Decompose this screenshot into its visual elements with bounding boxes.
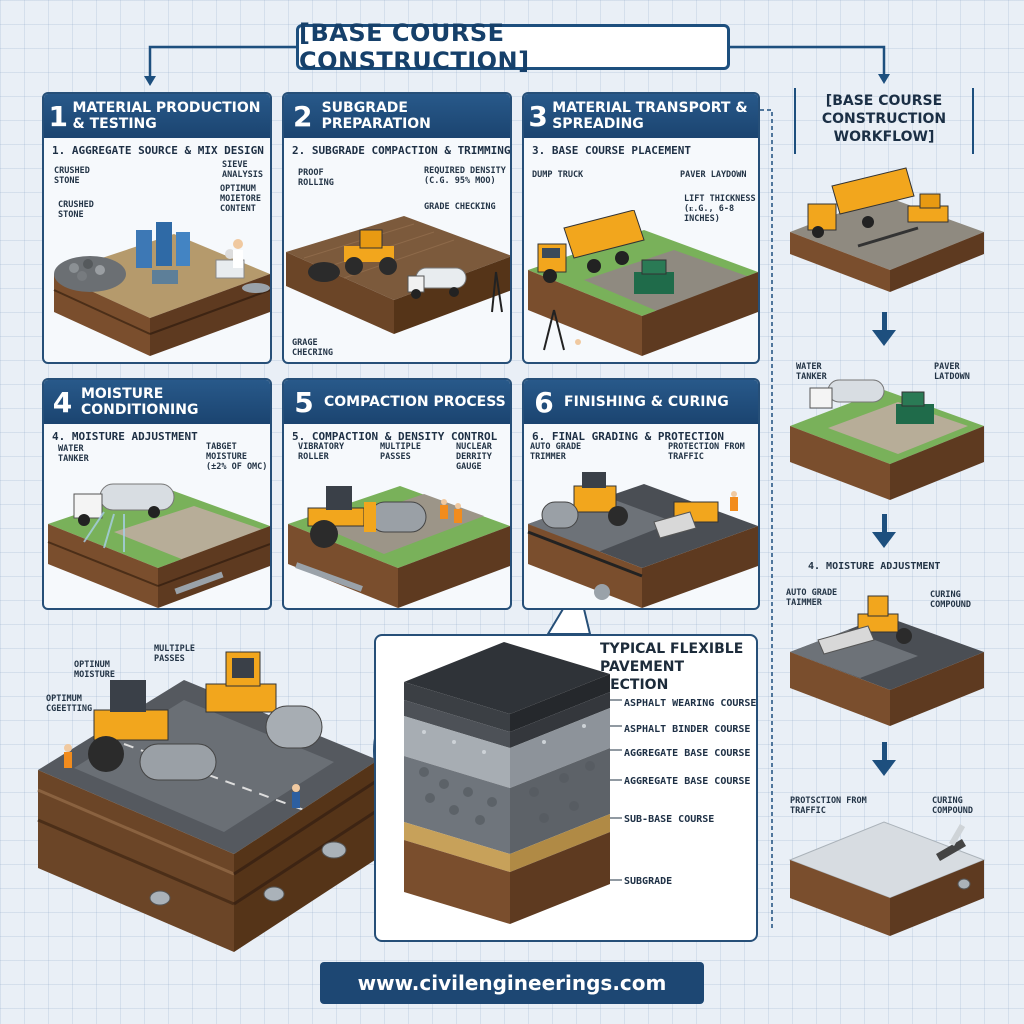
workflow-step-curing (788, 821, 986, 936)
panel-2-subtitle: 2. SUBGRADE COMPACTION & TRIMMING (292, 144, 511, 157)
workflow-step-finishing (790, 595, 984, 726)
panel-6-subtitle: 6. FINAL GRADING & PROTECTION (532, 430, 725, 443)
moisture-scene (47, 483, 270, 608)
callout-multiple-passes-bottom: MULTIPLE PASSES (154, 644, 195, 664)
workflow-arrow-3 (872, 760, 896, 776)
workflow-step3-title: 4. MOISTURE ADJUSTMENT (808, 561, 941, 572)
workflow-step-transport (790, 167, 984, 292)
panel-3-header: 3 MATERIAL TRANSPORT & SPREADING (524, 94, 758, 138)
transport-scene (528, 210, 758, 356)
panel-4-title: MOISTURE CONDITIONING (80, 386, 199, 418)
layer-aggregate-base-1: AGGREGATE BASE COURSE (624, 748, 751, 759)
panel-2-number: 2 (293, 99, 313, 133)
workflow-arrow-2-stem (882, 514, 887, 532)
callout-optimum-moisture: OPTIMUM MOIETORE CONTENT (220, 184, 261, 214)
workflow-arrow-3-stem (882, 742, 887, 760)
callout-required-density: REQUIRED DENSITY (c.g. 95% MOO) (424, 166, 506, 186)
callout-optimum-moisture-bottom: OPTINUM MOISTURE (74, 660, 115, 680)
callout-target-moisture: TABGET MOISTURE (±2% OF OMC) (206, 442, 268, 472)
callout-proof-rolling: PROOF ROLLING (298, 168, 334, 188)
compaction-road-scene (37, 651, 379, 952)
panel-4-header: 4 MOISTURE CONDITIONING (44, 380, 270, 424)
panel-6-number: 6 (534, 385, 554, 419)
callout-auto-grade-trimmer: AUTO GRADE TRIMMER (530, 442, 582, 462)
panel-5-header: 5 COMPACTION PROCESS (284, 380, 510, 424)
pavement-layers-diagram (404, 642, 622, 924)
panel-5-number: 5 (294, 385, 314, 419)
panel-material-transport: 3 MATERIAL TRANSPORT & SPREADING 3. BASE… (522, 92, 760, 364)
workflow-callout-curing-compound-2: CURING COMPOUND (932, 796, 973, 816)
panel-5-title: COMPACTION PROCESS (324, 394, 506, 410)
layer-asphalt-wearing: ASPHALT WEARING COURSE (624, 698, 757, 709)
website-footer[interactable]: www.civilengineerings.com (320, 962, 704, 1004)
panel-5-subtitle: 5. COMPACTION & DENSITY CONTROL (292, 430, 498, 443)
finishing-scene (527, 472, 758, 608)
callout-multiple-passes: MULTIPLE PASSES (380, 442, 421, 462)
panel-4-subtitle: 4. MOISTURE ADJUSTMENT (52, 430, 198, 443)
callout-nuclear-density: NUCLEAR DERRITY GAUGE (456, 442, 492, 472)
workflow-title: [BASE COURSE CONSTRUCTION WORKFLOW] (794, 88, 974, 154)
workflow-arrow-1 (872, 330, 896, 346)
panel-3-subtitle: 3. BASE COURSE PLACEMENT (532, 144, 691, 157)
panel-compaction-process: 5 COMPACTION PROCESS 5. COMPACTION & DEN… (282, 378, 512, 610)
workflow-callout-paver-latdown: PAVER LATDOWN (934, 362, 970, 382)
compaction-scene (288, 486, 510, 608)
panel-1-number: 1 (48, 99, 68, 133)
callout-paver-laydown: PAVER LAYDOWN (680, 170, 747, 180)
workflow-callout-curing-compound-1: CURING COMPOUND (930, 590, 971, 610)
main-title: [BASE COURSE CONSTRUCTION] (296, 19, 730, 75)
panel-1-title: MATERIAL PRODUCTION & TESTING (72, 100, 261, 132)
callout-sieve-analysis: SIEVE ANALYSIS (222, 160, 263, 180)
panel-3-number: 3 (528, 99, 548, 133)
workflow-callout-protection: PROTSCTION FROM TRAFFIC (790, 796, 867, 816)
aggregate-plant-scene (53, 222, 270, 356)
panel-finishing-curing: 6 FINISHING & CURING 6. FINAL GRADING & … (522, 378, 760, 610)
panel-6-header: 6 FINISHING & CURING (524, 380, 758, 424)
workflow-arrow-1-stem (882, 312, 887, 330)
callout-dump-truck: DUMP TRUCK (532, 170, 584, 180)
panel-3-title: MATERIAL TRANSPORT & SPREADING (552, 100, 748, 132)
layer-aggregate-base-2: AGGREGATE BASE COURSE (624, 776, 751, 787)
panel-2-title: SUBGRADE PREPARATION (321, 100, 431, 132)
panel-2-header: 2 SUBGRADE PREPARATION (284, 94, 510, 138)
layer-asphalt-binder: ASPHALT BINDER COURSE (624, 724, 751, 735)
layer-sub-base: SUB-BASE COURSE (624, 814, 715, 825)
panel-moisture-conditioning: 4 MOISTURE CONDITIONING 4. MOISTURE ADJU… (42, 378, 272, 610)
pavement-section-title: TYPICAL FLEXIBLE PAVEMENT SECTION (600, 641, 744, 693)
panel-6-title: FINISHING & CURING (564, 394, 729, 410)
layer-subgrade: SUBGRADE (624, 876, 673, 887)
callout-grade-checking: GRADE CHECKING (424, 202, 496, 212)
callout-lift-thickness: LIFT THICKNESS (ᴇ.g., 6-8 INCHES) (684, 194, 756, 224)
subgrade-scene (286, 216, 510, 334)
callout-protection-traffic: PROTECTION FROM TRAFFIC (668, 442, 745, 462)
callout-crushed-stone-1: CRUSHED STONE (54, 166, 90, 186)
workflow-step-moisture (790, 379, 984, 500)
panel-1-header: 1 MATERIAL PRODUCTION & TESTING (44, 94, 270, 138)
workflow-callout-water-tanker: WATER TANKER (796, 362, 827, 382)
panel-subgrade-preparation: 2 SUBGRADE PREPARATION 2. SUBGRADE COMPA… (282, 92, 512, 364)
panel-1-subtitle: 1. AGGREGATE SOURCE & MIX DESIGN (52, 144, 264, 157)
workflow-arrow-2 (872, 532, 896, 548)
panel-4-number: 4 (52, 385, 73, 419)
workflow-callout-auto-grade: AUTO GRADE TAIMMER (786, 588, 838, 608)
panel-material-production: 1 MATERIAL PRODUCTION & TESTING 1. AGGRE… (42, 92, 272, 364)
callout-grage-checring: GRAGE CHECRING (292, 338, 333, 358)
callout-optimum-cgeetting: OPTIMUM CGEETTING (46, 694, 93, 714)
callout-vibratory-roller: VIBRATORY ROLLER (298, 442, 345, 462)
callout-water-tanker: WATER TANKER (58, 444, 89, 464)
callout-crushed-stone-2: CRUSHED STONE (58, 200, 94, 220)
